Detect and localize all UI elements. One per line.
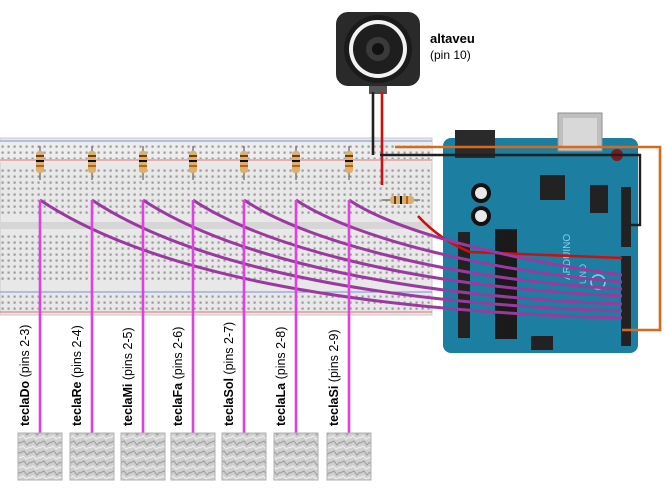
- signal-wire: [295, 198, 623, 284]
- signal-wire: [91, 198, 623, 313]
- key-name: teclaLa: [274, 382, 288, 426]
- signal-wire: [243, 198, 623, 291]
- resistor-icon: [382, 196, 420, 204]
- key-pins: (pins 2-3): [18, 324, 32, 378]
- resistor-icon: [36, 146, 44, 180]
- foil-pad-icon: [120, 432, 166, 481]
- svg-text:UNO: UNO: [578, 264, 588, 284]
- key-label-teclami: teclaMi (pins 2-5): [120, 276, 136, 426]
- key-name: teclaRe: [70, 381, 84, 426]
- speaker-name: altaveu: [430, 31, 475, 46]
- key-label-teclala: teclaLa (pins 2-8): [273, 276, 289, 426]
- key-label-teclare: teclaRe (pins 2-4): [69, 276, 85, 426]
- speaker-icon: [336, 12, 420, 94]
- signal-wire: [39, 198, 623, 320]
- key-name: teclaDo: [18, 380, 32, 426]
- key-label-teclado: teclaDo (pins 2-3): [17, 276, 33, 426]
- speaker-pin-label: (pin 10): [430, 48, 471, 62]
- key-label-teclafa: teclaFa (pins 2-6): [170, 276, 186, 426]
- gnd-wire: [380, 153, 642, 227]
- resistor-icon: [88, 146, 96, 180]
- foil-pad-icon: [170, 432, 216, 481]
- resistor-icon: [345, 146, 353, 180]
- foil-pad-icon: [17, 432, 63, 481]
- key-name: teclaMi: [121, 383, 135, 426]
- signal-wire: [142, 198, 623, 306]
- key-pins: (pins 2-9): [327, 329, 341, 383]
- resistor-icon: [240, 146, 248, 180]
- foil-pad-icon: [273, 432, 319, 481]
- resistor-icon: [189, 146, 197, 180]
- resistor-icon: [139, 146, 147, 180]
- key-label-teclasi: teclaSi (pins 2-9): [326, 276, 342, 426]
- key-pins: (pins 2-6): [171, 326, 185, 380]
- key-pins: (pins 2-7): [222, 321, 236, 375]
- key-name: teclaFa: [171, 382, 185, 426]
- foil-pad-icon: [69, 432, 115, 481]
- foil-pad-icon: [221, 432, 267, 481]
- key-name: teclaSi: [327, 385, 341, 426]
- key-name: teclaSol: [222, 378, 236, 426]
- key-pins: (pins 2-5): [121, 327, 135, 381]
- key-pins: (pins 2-8): [274, 326, 288, 380]
- foil-pad-icon: [326, 432, 372, 481]
- key-label-teclasol: teclaSol (pins 2-7): [221, 276, 237, 426]
- pin2-wire: [395, 145, 662, 332]
- signal-wire: [192, 198, 623, 298]
- breadboard: [0, 137, 433, 316]
- key-pins: (pins 2-4): [70, 325, 84, 379]
- resistor-icon: [292, 146, 300, 180]
- signal-wire: [348, 198, 623, 277]
